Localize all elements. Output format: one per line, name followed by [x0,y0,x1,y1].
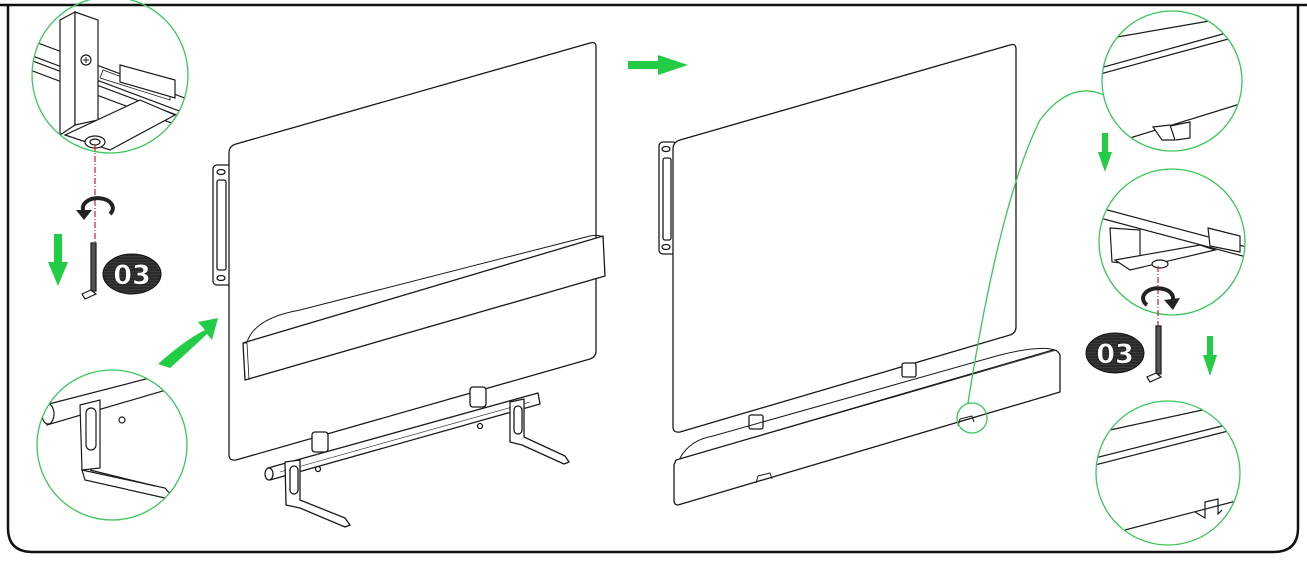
rotate-arrow-left-icon [76,196,115,220]
part-badge-left: 03 [102,253,162,295]
down-arrow-right-top-icon [1098,133,1112,172]
callout-clip-detail-bottom-right [1095,400,1241,546]
curved-insert-arrow-icon [158,318,218,368]
bracket-arm-left-back [509,398,570,465]
callout-bracket-arm-bottom-left [36,369,188,521]
soundbar-clip-right [957,415,975,427]
tv-left-assembly [212,41,606,528]
part-badge-right: 03 [1085,332,1145,374]
soundbar-clip-left [755,472,773,484]
tv-panel-right [672,43,1017,433]
bracket-arm-left-front [284,459,351,528]
down-arrow-right-bottom-icon [1203,336,1217,376]
soundbar-left [242,235,606,381]
rotate-arrow-right-icon [1141,286,1180,310]
hex-key-left-icon [81,242,98,300]
callout-screw-detail-top-left [31,0,189,154]
callout-leader-right [956,90,1105,434]
step-transition-arrow-icon [628,55,688,75]
mount-rail-left [264,386,541,481]
hex-key-right-icon [1146,325,1163,383]
soundbar-left-shadow [246,234,605,343]
part-badge-left-label: 03 [113,260,151,291]
callout-screw-detail-right [1098,168,1246,316]
part-badge-right-label: 03 [1096,339,1134,370]
tv-panel-left [228,41,597,461]
tv-right-assembly [658,43,1061,506]
down-arrow-left-icon [48,234,68,286]
callout-clip-detail-top-right [1101,10,1243,152]
page-frame [0,3,1307,554]
